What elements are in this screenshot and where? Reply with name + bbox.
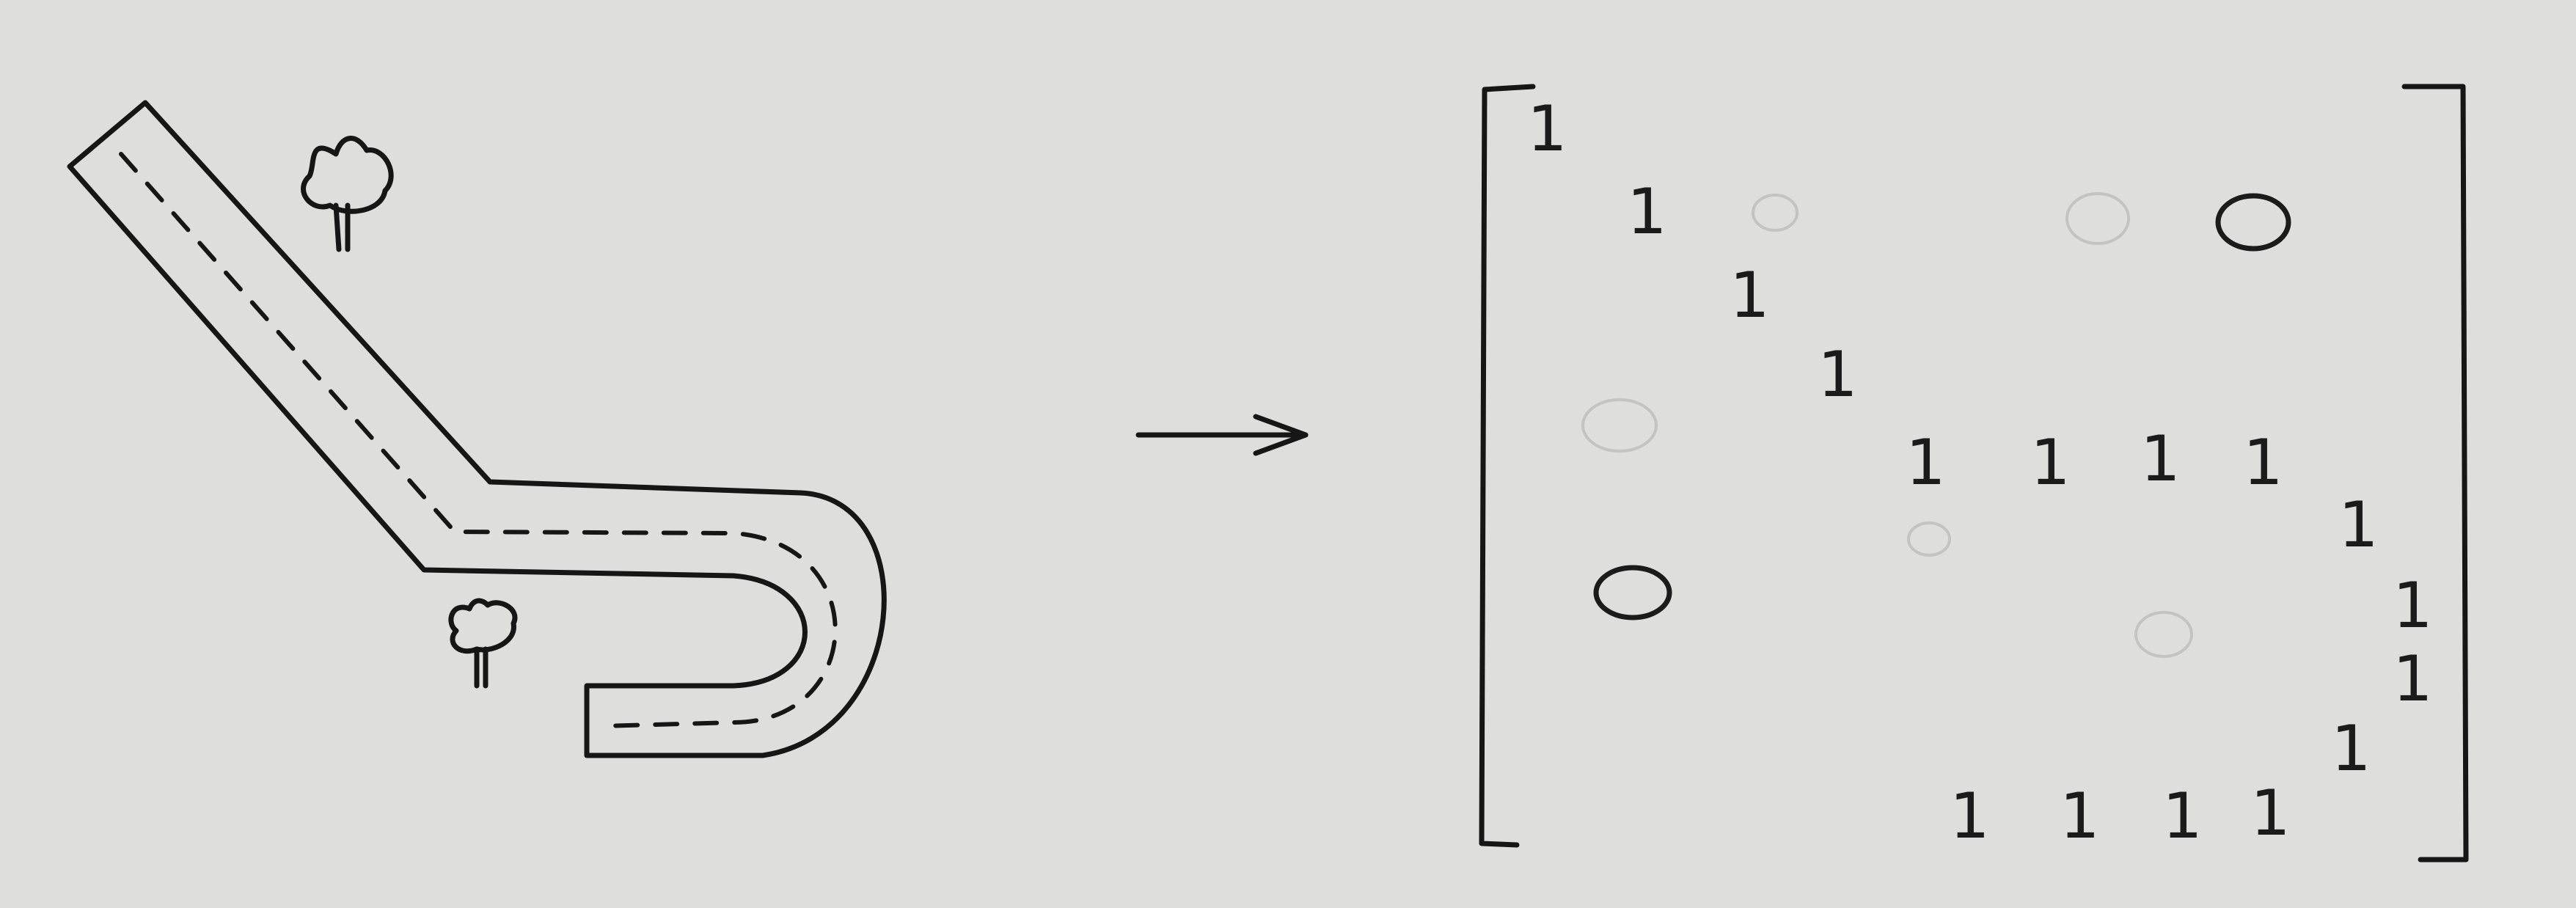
matrix-entry-one: 1 xyxy=(1627,175,1667,249)
matrix-right-bracket xyxy=(2401,84,2469,863)
matrix-left-bracket xyxy=(1479,84,1536,848)
matrix-entry-one: 1 xyxy=(2331,712,2371,786)
road-drawing xyxy=(67,100,887,758)
matrix-entry-one: 1 xyxy=(2162,780,2203,853)
matrix-entry-one: 1 xyxy=(1950,780,1990,853)
tree-icon xyxy=(301,136,394,252)
road-outer-edge xyxy=(67,100,887,758)
matrix-entry-one: 1 xyxy=(2393,642,2433,716)
paper-marks xyxy=(1581,192,2193,658)
right-arrow-icon xyxy=(1135,414,1309,456)
matrix-entry-zero xyxy=(2215,193,2291,252)
matrix-entry-one: 1 xyxy=(2393,569,2433,642)
matrix-entry-one: 1 xyxy=(1527,92,1567,166)
matrix-entry-zero xyxy=(1593,565,1672,620)
matrix-entry-one: 1 xyxy=(2140,422,2181,496)
road-center-line xyxy=(119,152,838,728)
tree-icon xyxy=(448,598,518,689)
matrix-entry-one: 1 xyxy=(2243,426,2283,499)
matrix-entry-one: 1 xyxy=(2338,488,2379,562)
matrix-entries: 1 1 1 1 1 1 1 1 1 1 1 1 1 1 1 1 xyxy=(1527,92,2433,853)
matrix-entry-one: 1 xyxy=(1906,426,1946,499)
matrix-entry-one: 1 xyxy=(1818,338,1858,411)
matrix-entry-one: 1 xyxy=(2030,426,2071,499)
matrix-entry-one: 1 xyxy=(2250,777,2291,850)
matrix-entry-one: 1 xyxy=(2060,780,2100,853)
matrix-entry-one: 1 xyxy=(1730,259,1770,332)
